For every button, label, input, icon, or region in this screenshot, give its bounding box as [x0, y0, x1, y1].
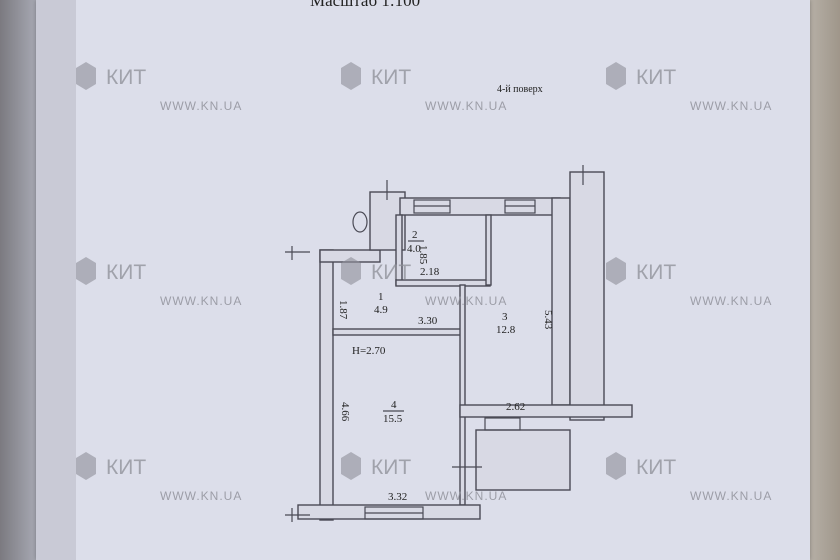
kit-logo-icon [335, 257, 361, 285]
room-1-number: 1 [378, 291, 384, 303]
ceiling-height: Н=2.70 [352, 345, 386, 357]
svg-text:WWW.KN.UA: WWW.KN.UA [160, 99, 242, 113]
document-page [36, 0, 810, 560]
svg-text:КИТ: КИТ [636, 66, 676, 89]
dim-5-43: 5.43 [542, 310, 554, 330]
ventilation-duct [352, 211, 368, 233]
kit-logo-icon [600, 62, 626, 90]
room-2-number: 2 [412, 229, 418, 241]
kit-logo-icon [70, 62, 96, 90]
windows [364, 199, 536, 520]
room-4-area: 15.5 [383, 413, 403, 425]
dim-4-66: 4.66 [339, 402, 351, 422]
svg-text:WWW.KN.UA: WWW.KN.UA [690, 99, 772, 113]
floor-label: 4-й поверх [497, 84, 543, 95]
svg-text:WWW.KN.UA: WWW.KN.UA [160, 489, 242, 503]
svg-text:WWW.KN.UA: WWW.KN.UA [690, 294, 772, 308]
svg-text:КИТ: КИТ [106, 66, 146, 89]
svg-text:КИТ: КИТ [371, 456, 411, 479]
svg-text:WWW.KN.UA: WWW.KN.UA [690, 489, 772, 503]
svg-text:КИТ: КИТ [371, 261, 411, 284]
svg-text:КИТ: КИТ [106, 456, 146, 479]
svg-text:КИТ: КИТ [106, 261, 146, 284]
photo-background-left [0, 0, 42, 560]
dim-3-30: 3.30 [418, 315, 438, 327]
svg-text:WWW.KN.UA: WWW.KN.UA [425, 489, 507, 503]
watermarks: КИТ WWW.KN.UA КИТ WWW.KN.UA КИТ WWW.KN.UA К… [70, 62, 772, 503]
svg-text:КИТ: КИТ [636, 261, 676, 284]
room-3-number: 3 [502, 311, 508, 323]
kit-logo-icon [335, 452, 361, 480]
room-2-area: 4.0 [407, 243, 421, 255]
dim-1-87: 1.87 [337, 300, 349, 320]
page-fold [36, 0, 76, 560]
svg-text:WWW.KN.UA: WWW.KN.UA [425, 99, 507, 113]
kit-logo-icon [335, 62, 361, 90]
svg-text:КИТ: КИТ [371, 66, 411, 89]
scale-title: Масштаб 1:100 [310, 0, 420, 10]
kit-logo-icon [70, 257, 96, 285]
room-4-number: 4 [391, 399, 397, 411]
dim-2-62: 2.62 [506, 401, 525, 413]
kit-logo-icon [600, 257, 626, 285]
dim-3-32: 3.32 [388, 491, 407, 503]
axis-markers [285, 165, 584, 522]
room-3-area: 12.8 [496, 324, 516, 336]
room-1-area: 4.9 [374, 304, 388, 316]
svg-text:WWW.KN.UA: WWW.KN.UA [425, 294, 507, 308]
svg-text:КИТ: КИТ [636, 456, 676, 479]
svg-text:WWW.KN.UA: WWW.KN.UA [160, 294, 242, 308]
walls [297, 171, 633, 521]
kit-logo-icon [600, 452, 626, 480]
dim-1-85: 1.85 [417, 245, 429, 265]
photo-background-right [806, 0, 840, 560]
kit-logo-icon [70, 452, 96, 480]
dim-2-18: 2.18 [420, 266, 440, 278]
